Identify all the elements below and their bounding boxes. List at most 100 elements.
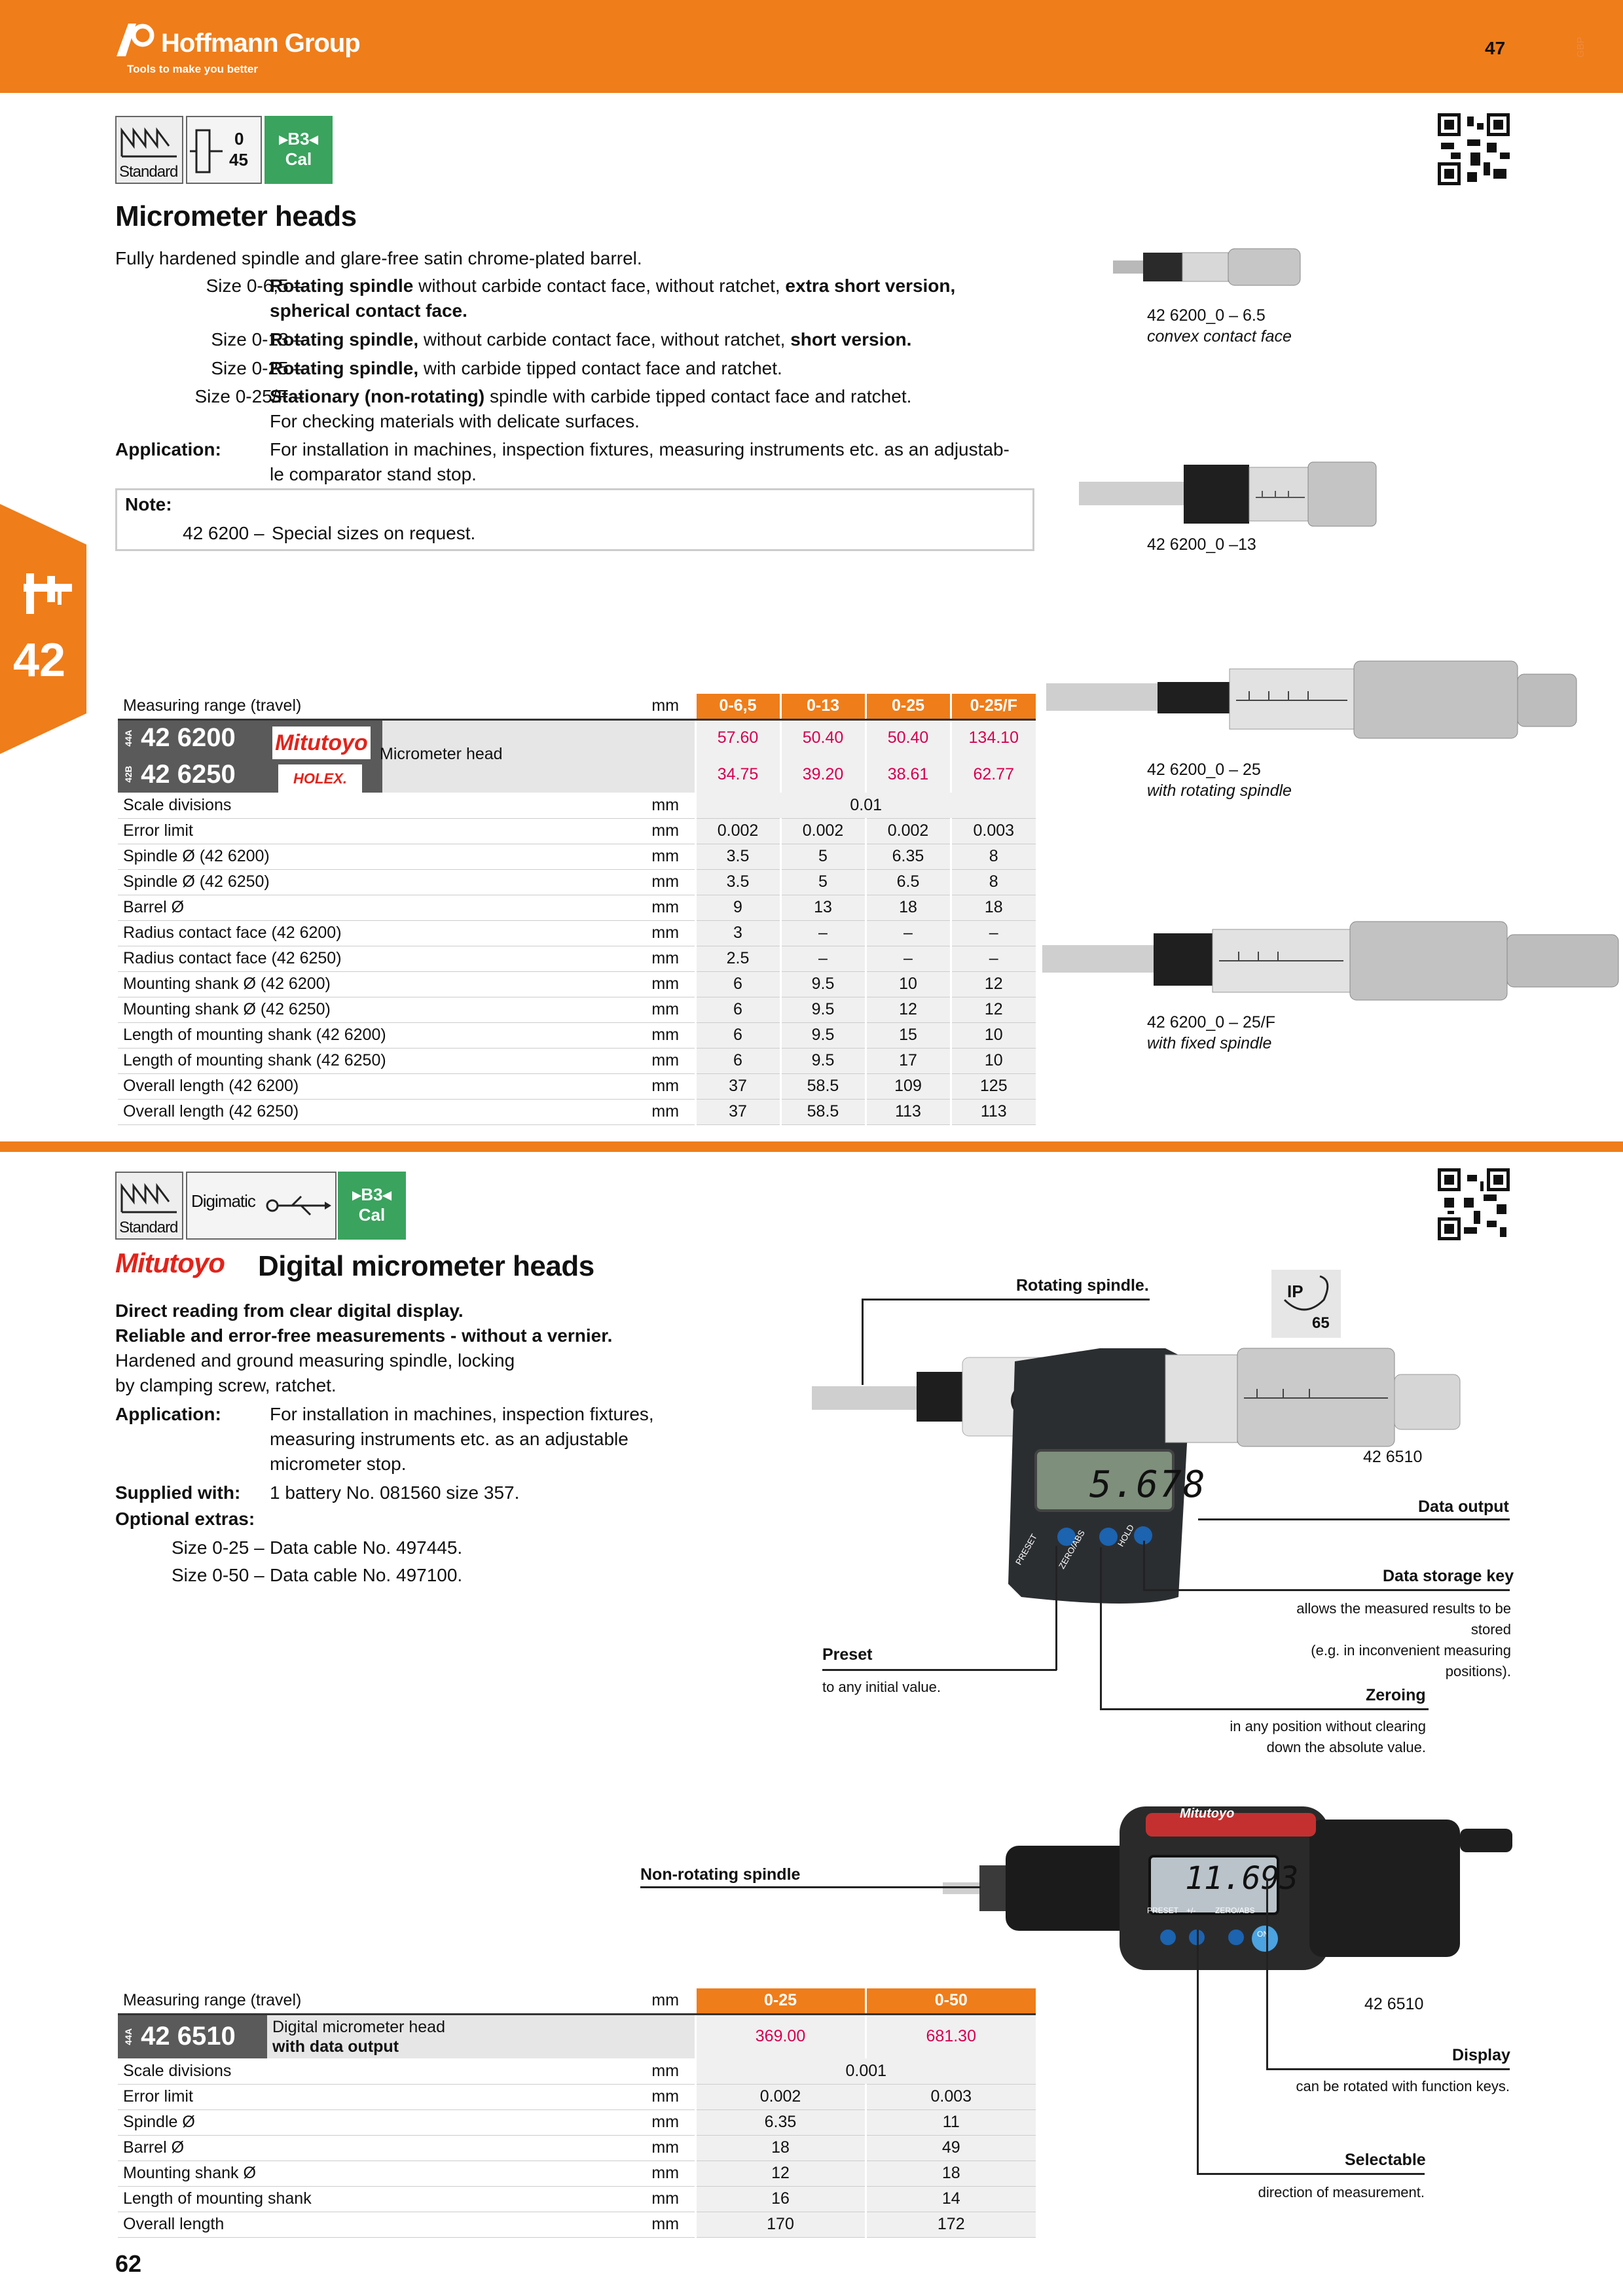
table2-header-row: Measuring range (travel) mm 0-25 0-50 — [118, 1988, 1036, 2015]
lcd-reading-1: 5.678 — [1089, 1463, 1207, 1506]
table-cell: 9.5 — [779, 971, 866, 997]
chapter-number: 42 — [13, 634, 66, 687]
rotating-spindle-callout: Rotating spindle. — [1016, 1276, 1149, 1295]
table-cell: 37 — [694, 1073, 780, 1100]
table-cell: 10 — [864, 971, 951, 997]
micrometer-head-6-5-image — [1113, 248, 1301, 286]
table-cell: – — [864, 946, 951, 972]
row-label: Error limit — [118, 818, 636, 844]
brand-name: Hoffmann Group — [161, 29, 361, 58]
scale-value: 0.01 — [694, 793, 1036, 819]
table-cell: 17 — [864, 1048, 951, 1074]
optional-text-1: Data cable No. 497100. — [270, 1565, 463, 1585]
size-row-3: Size 0-25/F – Stationary (non-rotating) … — [194, 386, 912, 431]
selectable-desc: direction of measurement. — [1258, 2184, 1425, 2200]
lcd-reading-2: 11.693 — [1185, 1860, 1299, 1897]
row-label: Overall length (42 6200) — [118, 1073, 636, 1100]
qr-code-icon — [1438, 1168, 1510, 1241]
image-code-4: 42 6200_0 – 25/F — [1147, 1013, 1275, 1031]
preset-desc: to any initial value. — [822, 1679, 941, 1695]
product-description: Micrometer head — [380, 745, 503, 763]
callout-line — [1100, 1547, 1102, 1710]
row-unit: mm — [636, 869, 695, 895]
data-storage-desc: allows the measured results to be stored… — [1296, 1600, 1511, 1679]
zeroing-callout: Zeroing — [1366, 1686, 1426, 1704]
cal-bottom: Cal — [285, 149, 312, 169]
table1-header-row: Measuring range (travel) mm 0-6,5 0-13 0… — [118, 694, 1036, 721]
col-0-50: 0-50 — [864, 1988, 1036, 2015]
table-cell: – — [949, 920, 1036, 946]
table-cell: 3 — [694, 920, 780, 946]
table-cell: 6 — [694, 1048, 780, 1074]
sawtooth-icon — [120, 127, 177, 158]
price: 62.77 — [949, 756, 1036, 793]
row-unit: mm — [636, 1099, 695, 1125]
row-unit: mm — [636, 2186, 695, 2212]
scale-divisions-row: Scale divisions mm 0.001 — [118, 2058, 1036, 2085]
table-cell: 3.5 — [694, 844, 780, 870]
sawtooth-icon — [120, 1183, 177, 1213]
table-cell: 9.5 — [779, 1048, 866, 1074]
standard-pictogram: Standard — [115, 116, 183, 184]
row-label: Scale divisions — [118, 793, 636, 819]
callout-line — [1266, 1878, 1268, 2070]
optional-size-0: Size 0-25 – — [172, 1537, 264, 1558]
cal-pictogram: ▸B3◂ Cal — [264, 116, 333, 184]
row-unit: mm — [636, 920, 695, 946]
article-number[interactable]: 44A 42 6510 — [118, 2014, 267, 2058]
row-label: Spindle Ø (42 6250) — [118, 869, 636, 895]
range-top: 0 — [234, 129, 244, 149]
application-label: Application: — [115, 439, 221, 459]
table-cell: 2.5 — [694, 946, 780, 972]
cal-pictogram-2: ▸B3◂ Cal — [338, 1172, 406, 1240]
image-caption-3: with rotating spindle — [1147, 781, 1292, 800]
section2-title: Digital micrometer heads — [258, 1250, 594, 1282]
row-unit: mm — [636, 2084, 695, 2110]
row-label: Radius contact face (42 6200) — [118, 920, 636, 946]
table-cell: 12 — [864, 997, 951, 1023]
supplied-label: Supplied with: — [115, 1482, 241, 1503]
page-number-top: 47 — [1485, 38, 1506, 58]
image-caption-4: with fixed spindle — [1147, 1034, 1272, 1052]
table-cell: 0.002 — [779, 818, 866, 844]
table-cell: 0.002 — [694, 2084, 866, 2110]
sign-button-label: +/- — [1186, 1906, 1196, 1915]
row-unit: mm — [636, 946, 695, 972]
range-bottom: 45 — [229, 150, 248, 170]
table-cell: 14 — [864, 2186, 1036, 2212]
callout-line — [862, 1299, 1150, 1300]
row-label: Barrel Ø — [118, 895, 636, 921]
table-cell: 37 — [694, 1099, 780, 1125]
image-code-3: 42 6200_0 – 25 — [1147, 761, 1261, 779]
table-cell: 6 — [694, 997, 780, 1023]
col-0-25: 0-25 — [864, 694, 951, 721]
callout-line — [862, 1299, 864, 1385]
table-cell: 0.002 — [694, 818, 780, 844]
hoffmann-logo-icon — [117, 24, 155, 56]
table-cell: 5 — [779, 869, 866, 895]
play-icon: ▸ — [279, 129, 288, 149]
selectable-callout: Selectable — [1345, 2151, 1426, 2169]
brand-tagline: Tools to make you better — [127, 63, 258, 75]
callout-line — [1143, 1589, 1510, 1591]
row-unit: mm — [636, 818, 695, 844]
row-label: Length of mounting shank — [118, 2186, 636, 2212]
row-label: Overall length — [118, 2212, 636, 2238]
table-cell: 10 — [949, 1048, 1036, 1074]
ip-rating-badge: IP 65 — [1271, 1270, 1341, 1338]
table-cell: 0.003 — [949, 818, 1036, 844]
scale-divisions-row: Scale divisions mm 0.01 — [118, 793, 1036, 819]
row-label: Mounting shank Ø — [118, 2161, 636, 2187]
device-code-2: 42 6510 — [1364, 1995, 1424, 2013]
price: 134.10 — [949, 719, 1036, 756]
table-cell: 6 — [694, 971, 780, 997]
table-cell: 9.5 — [779, 997, 866, 1023]
